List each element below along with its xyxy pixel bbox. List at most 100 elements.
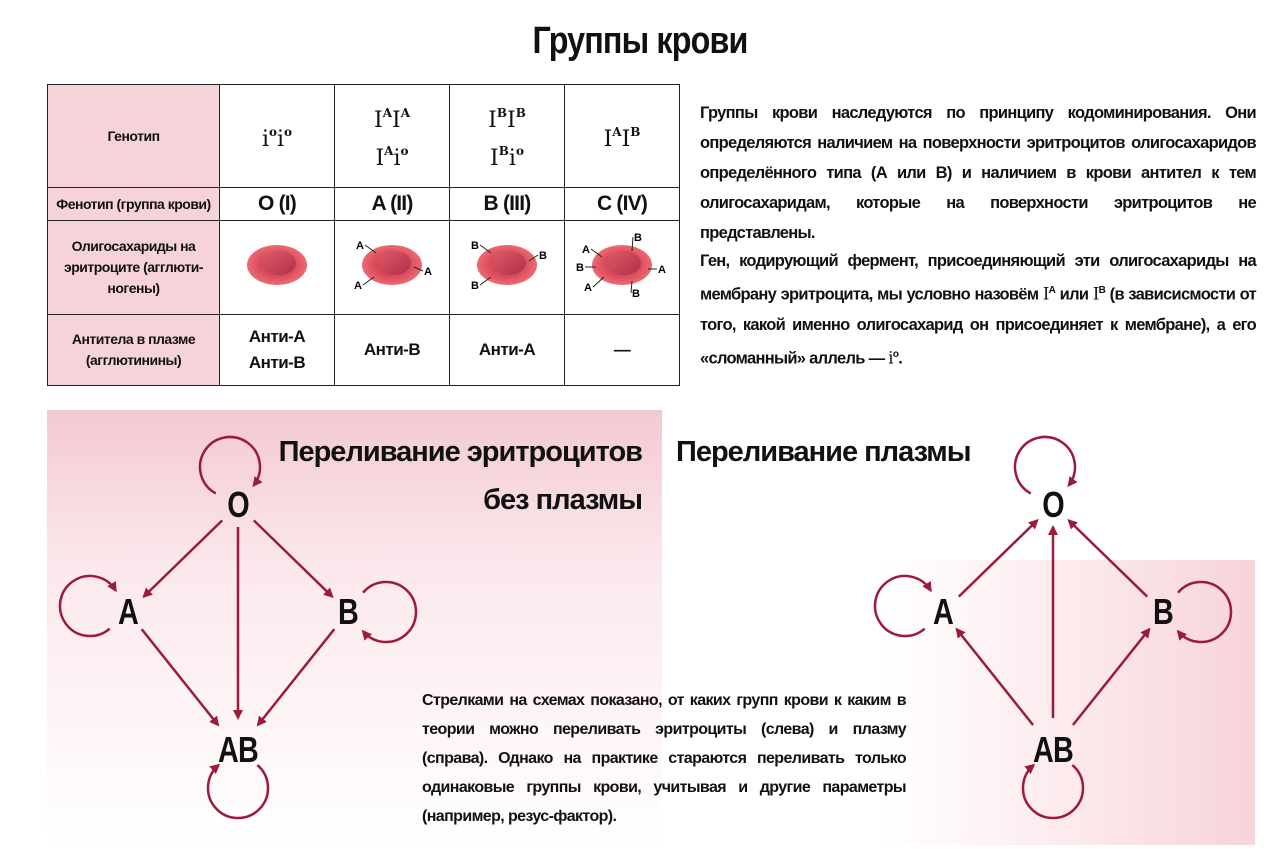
left-node-a: A [118,591,139,632]
right-node-ab: AB [1033,729,1074,770]
antigen-pointer [592,276,605,288]
antigen-pointer [413,266,424,272]
arrow-right-b-to-o [1067,518,1149,598]
right-node-o: O [1042,484,1064,525]
antigen-label: B [632,288,640,297]
page-title: Группы крови [532,20,748,62]
paragraph-codominance: Группы крови наследуются по принципу код… [700,104,1257,242]
antigen-label: B [576,262,584,274]
allele-io: i [888,348,893,367]
explanation-note: Стрелками на схемах показано, от каких г… [422,692,907,825]
phenotype-cell: B (III) [449,186,565,222]
antibody-cell: — [564,314,680,386]
arrow-left-o-to-a [142,519,224,599]
erythrocyte-icon: B B B [471,240,547,292]
right-node-a: A [933,591,954,632]
allele-sup: A [1048,285,1056,296]
row-header-genotype: Генотип [47,84,220,188]
antigen-label: A [582,244,590,256]
antigen-label: B [539,250,547,262]
left-node-b: B [338,591,359,632]
arrow-right-a-to-o [957,518,1039,598]
self-loop-right-o [1013,435,1078,495]
antigen-label: A [424,266,432,278]
left-node-o: O [227,484,249,525]
paragraph-gene: Ген, кодирующий фермент, присоединяющий … [700,246,1257,373]
genotype-formula: ioio [261,125,293,152]
row-header-phenotype: Фенотип (группа крови) [47,186,220,222]
right-diagram-title: Переливание плазмы [676,436,972,468]
antibody-cell: Анти-А [449,314,565,386]
genotype-formula: IBIB [488,106,526,133]
antibody-label: Анти-В [248,353,306,373]
antigen-row: Олигосахариды на эритроците (агглюти-ног… [47,220,680,316]
left-diagram-title: Переливание эритроцитов без плазмы [278,428,643,524]
genotype-cell: IAIA IAio [334,84,450,188]
row-header-antibodies: Антитела в плазме (агглютинины) [47,314,220,386]
allele-sup: o [892,348,899,360]
self-loop-left-o [198,435,263,495]
self-loop-left-ab [206,763,270,820]
blood-group-table: Генотип ioio IAIA IAio IBIB IBio IAIB Фено… [47,84,680,386]
genotype-row: Генотип ioio IAIA IAio IBIB IBio IAIB [47,84,680,188]
self-loop-right-ab [1021,763,1085,820]
text: . [898,349,903,367]
antigen-pointer [631,237,634,252]
antigen-label: B [471,280,479,292]
arrow-right-ab-to-a [955,627,1035,726]
allele-IB: I [1092,284,1100,304]
antigen-label: A [354,280,362,292]
text: или [1055,285,1093,304]
title-line: Переливание эритроцитов [278,436,643,468]
genotype-cell: IAIB [564,84,680,188]
self-loop-right-b [1176,580,1233,644]
left-diagram-background [47,410,662,851]
antigen-label: B [634,233,642,244]
right-node-b: B [1153,591,1174,632]
genotype-cell: IBIB IBio [449,84,565,188]
genotype-formula: IAIA [373,106,411,133]
antigen-label: B [471,240,479,252]
self-loop-right-a [873,574,932,638]
antigen-pointer [590,248,603,258]
antigen-pointer [630,281,633,294]
antigen-pointer [362,276,375,286]
left-node-ab: AB [218,729,259,770]
self-loop-left-b [361,580,418,644]
allele-sup: B [1098,285,1106,296]
allele-IA: I [1042,284,1050,304]
antigen-pointer [479,244,492,254]
arrow-left-b-to-ab [256,628,336,727]
arrow-right-ab-to-b [1071,627,1151,726]
erythrocyte-icon [247,245,307,286]
right-diagram-background [880,560,1255,845]
erythrocyte-icon: A A A [354,240,432,292]
antigen-label: A [584,282,592,294]
arrow-left-a-to-ab [140,628,220,727]
antibody-label: Анти-А [248,327,306,347]
arrow-left-o-to-b [252,519,334,599]
erythrocyte-cell: A A A [334,220,450,316]
self-loop-left-a [58,574,117,638]
genotype-formula: IBio [490,144,524,171]
erythrocyte-cell: B B B [449,220,565,316]
phenotype-row: Фенотип (группа крови) O (I) A (II) B (I… [47,186,680,222]
phenotype-cell: A (II) [334,186,450,222]
row-header-antigens: Олигосахариды на эритроците (агглюти-ног… [47,220,220,316]
title-line: без плазмы [483,484,643,516]
genotype-formula: IAIB [603,125,641,152]
antigen-label: A [658,264,666,276]
antigen-pointer [528,254,539,262]
genotype-formula: IAio [375,144,409,171]
text: (в зависисмости от того, какой именно ол… [700,285,1257,368]
antibody-cell: Анти-В [334,314,450,386]
antigen-pointer [479,276,492,286]
phenotype-cell: C (IV) [564,186,680,222]
text: Ген, кодирующий фермент, присоединяющий … [700,252,1257,304]
antigen-pointer [364,244,377,254]
antigen-label: A [356,240,364,252]
